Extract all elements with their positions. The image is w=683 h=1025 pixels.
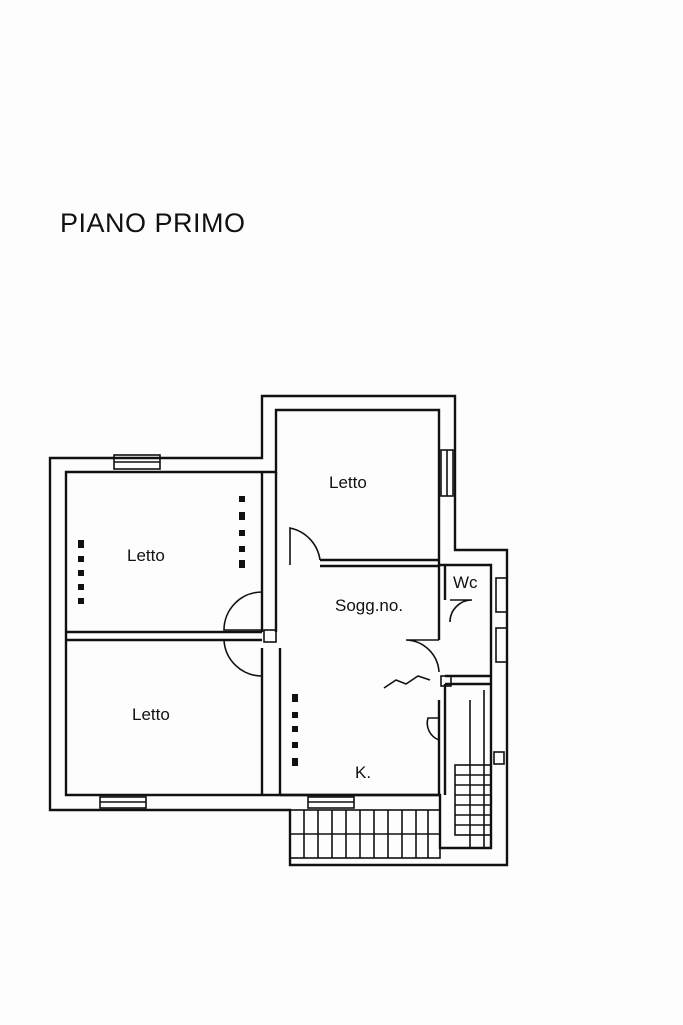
door-left-bedroom bbox=[223, 591, 263, 631]
room-label-wc: Wc bbox=[453, 573, 478, 592]
door-kitchen bbox=[426, 717, 440, 741]
room-label-bedroom-top: Letto bbox=[329, 473, 367, 492]
radiators bbox=[78, 496, 298, 766]
stairs bbox=[289, 675, 505, 859]
room-label-bedroom-left: Letto bbox=[127, 546, 165, 565]
room-label-bedroom-bottom: Letto bbox=[132, 705, 170, 724]
interior-walls bbox=[66, 472, 491, 797]
doors bbox=[223, 527, 473, 741]
door-wc bbox=[449, 599, 473, 623]
door-bottom-bedroom bbox=[223, 639, 263, 677]
window-wc-1 bbox=[495, 577, 508, 613]
room-label-kitchen: K. bbox=[355, 763, 371, 782]
window-wc-2 bbox=[495, 627, 508, 663]
radiator-kitchen bbox=[292, 694, 298, 766]
radiator-left-2 bbox=[239, 496, 245, 568]
stairs-side bbox=[454, 764, 492, 836]
door-living bbox=[405, 639, 440, 673]
door-top-bedroom bbox=[289, 527, 321, 565]
windows bbox=[99, 449, 508, 809]
room-label-living: Sogg.no. bbox=[335, 596, 403, 615]
radiator-left-1 bbox=[78, 540, 84, 604]
plan-title: PIANO PRIMO bbox=[60, 208, 246, 238]
